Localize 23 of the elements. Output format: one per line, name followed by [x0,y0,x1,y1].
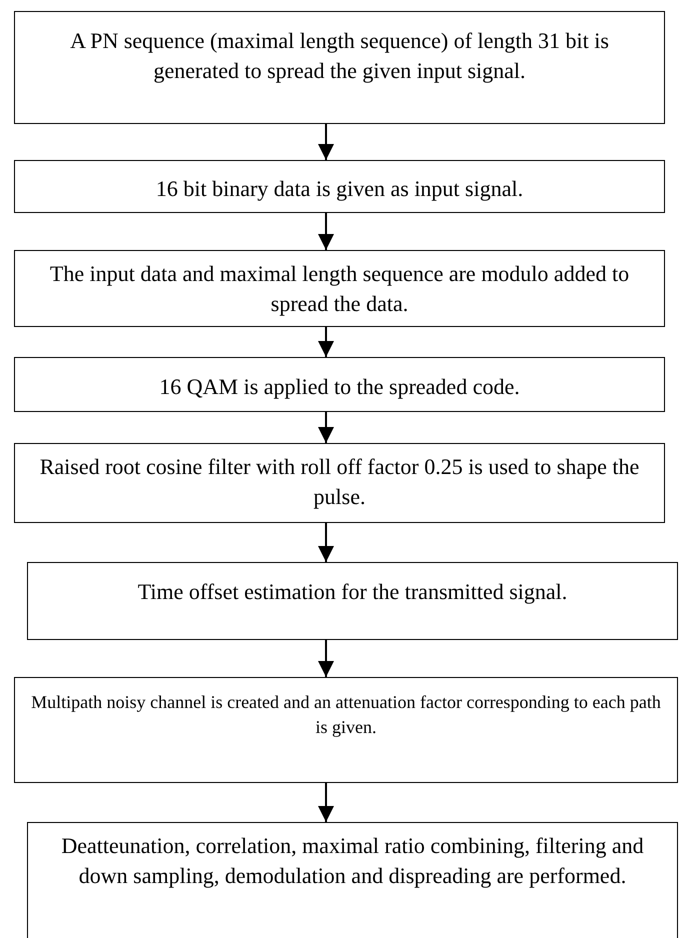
step-text: 16 QAM is applied to the spreaded code. [159,373,520,401]
arrow [318,327,334,357]
process-box [14,160,665,213]
arrow [318,124,334,160]
arrow [318,783,334,822]
process-box [14,443,665,523]
arrow [318,412,334,443]
process-box [27,562,678,640]
process-box [14,357,665,412]
step-text: A PN sequence (maximal length sequence) of length 31 bit is generated to spread the given input signal. [69,27,610,86]
step-text: Raised root cosine filter with roll off factor 0.25 is used to shape the pulse. [38,453,640,512]
process-box [14,677,678,783]
arrow [318,213,334,250]
step-text: 16 bit binary data is given as input signal. [156,175,524,203]
step-text: The input data and maximal length sequence are modulo added to spread the data. [48,260,630,318]
process-box [14,250,665,327]
step-text: Deatteunation, correlation, maximal ratio combining, filtering and down sampling, demodulation and dispreading are performed. [60,832,645,890]
process-box [27,822,678,938]
arrow [318,640,334,677]
step-text: Multipath noisy channel is created and an attenuation factor corresponding to each path is given. [31,691,661,739]
process-box [14,11,665,124]
step-text: Time offset estimation for the transmitted signal. [138,578,568,606]
arrow [318,523,334,562]
